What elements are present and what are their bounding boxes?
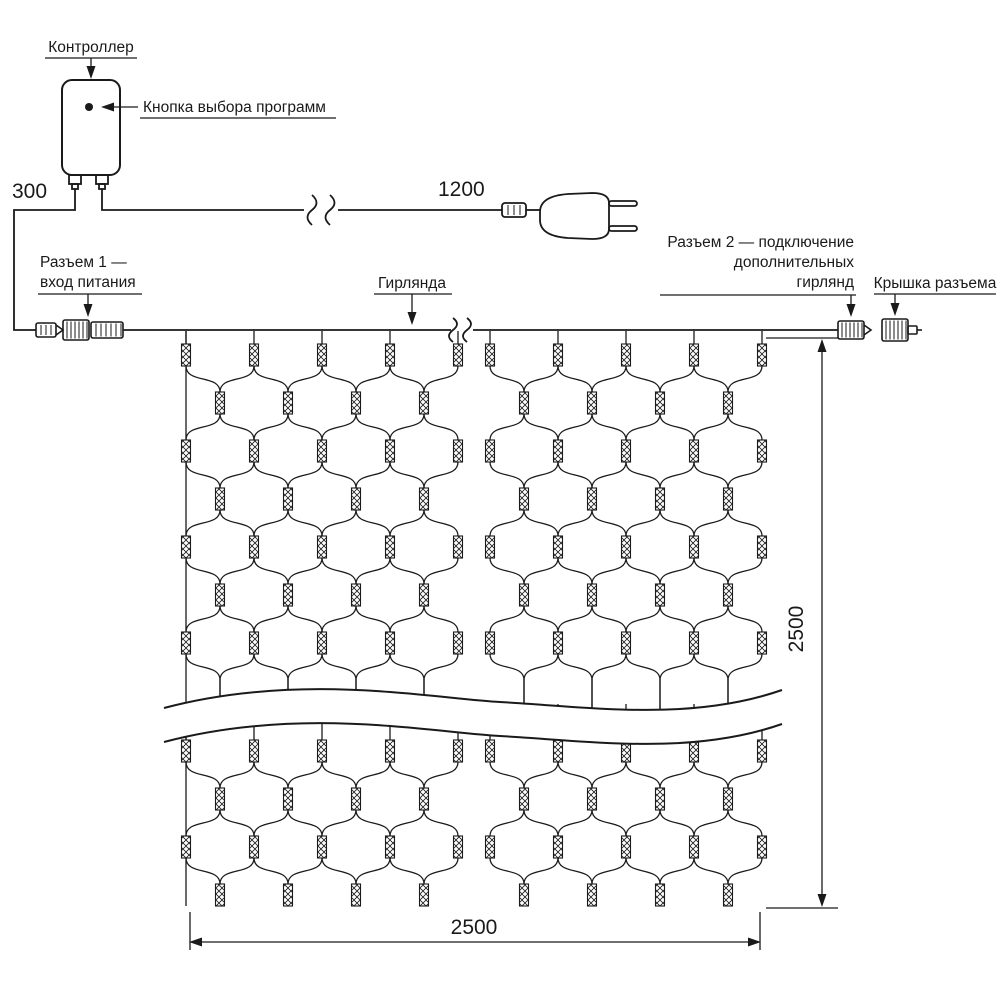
connectors bbox=[35, 318, 922, 342]
controller-box bbox=[61, 79, 121, 176]
garland-label: Гирлянда bbox=[378, 275, 446, 292]
power-plug bbox=[501, 192, 638, 240]
program-select-button-dot bbox=[85, 103, 93, 111]
program-button-label: Кнопка выбора программ bbox=[143, 99, 326, 116]
net-curtain bbox=[180, 331, 768, 907]
break-wave bbox=[163, 688, 783, 745]
length-300-label: 300 bbox=[12, 180, 47, 203]
length-1200-label: 1200 bbox=[438, 178, 485, 201]
height-dimension-value: 2500 bbox=[785, 606, 808, 653]
connector2-label-line1: Разъем 2 — подключение bbox=[667, 234, 854, 251]
width-dimension-value: 2500 bbox=[451, 916, 498, 939]
dimension-lines bbox=[189, 337, 838, 950]
controller-label: Контроллер bbox=[48, 39, 134, 56]
connector1-label-line2: вход питания bbox=[40, 274, 136, 291]
cap-label: Крышка разъема bbox=[874, 275, 997, 292]
connector2-label-line2: дополнительных bbox=[734, 254, 854, 271]
labels: Контроллер Кнопка выбора программ 300 12… bbox=[12, 39, 997, 939]
connector1-label-line1: Разъем 1 — bbox=[40, 254, 127, 271]
connector2-label-line3: гирлянд bbox=[797, 274, 854, 291]
controller bbox=[61, 79, 121, 176]
wiring bbox=[13, 174, 838, 343]
leader-lines bbox=[38, 57, 996, 325]
